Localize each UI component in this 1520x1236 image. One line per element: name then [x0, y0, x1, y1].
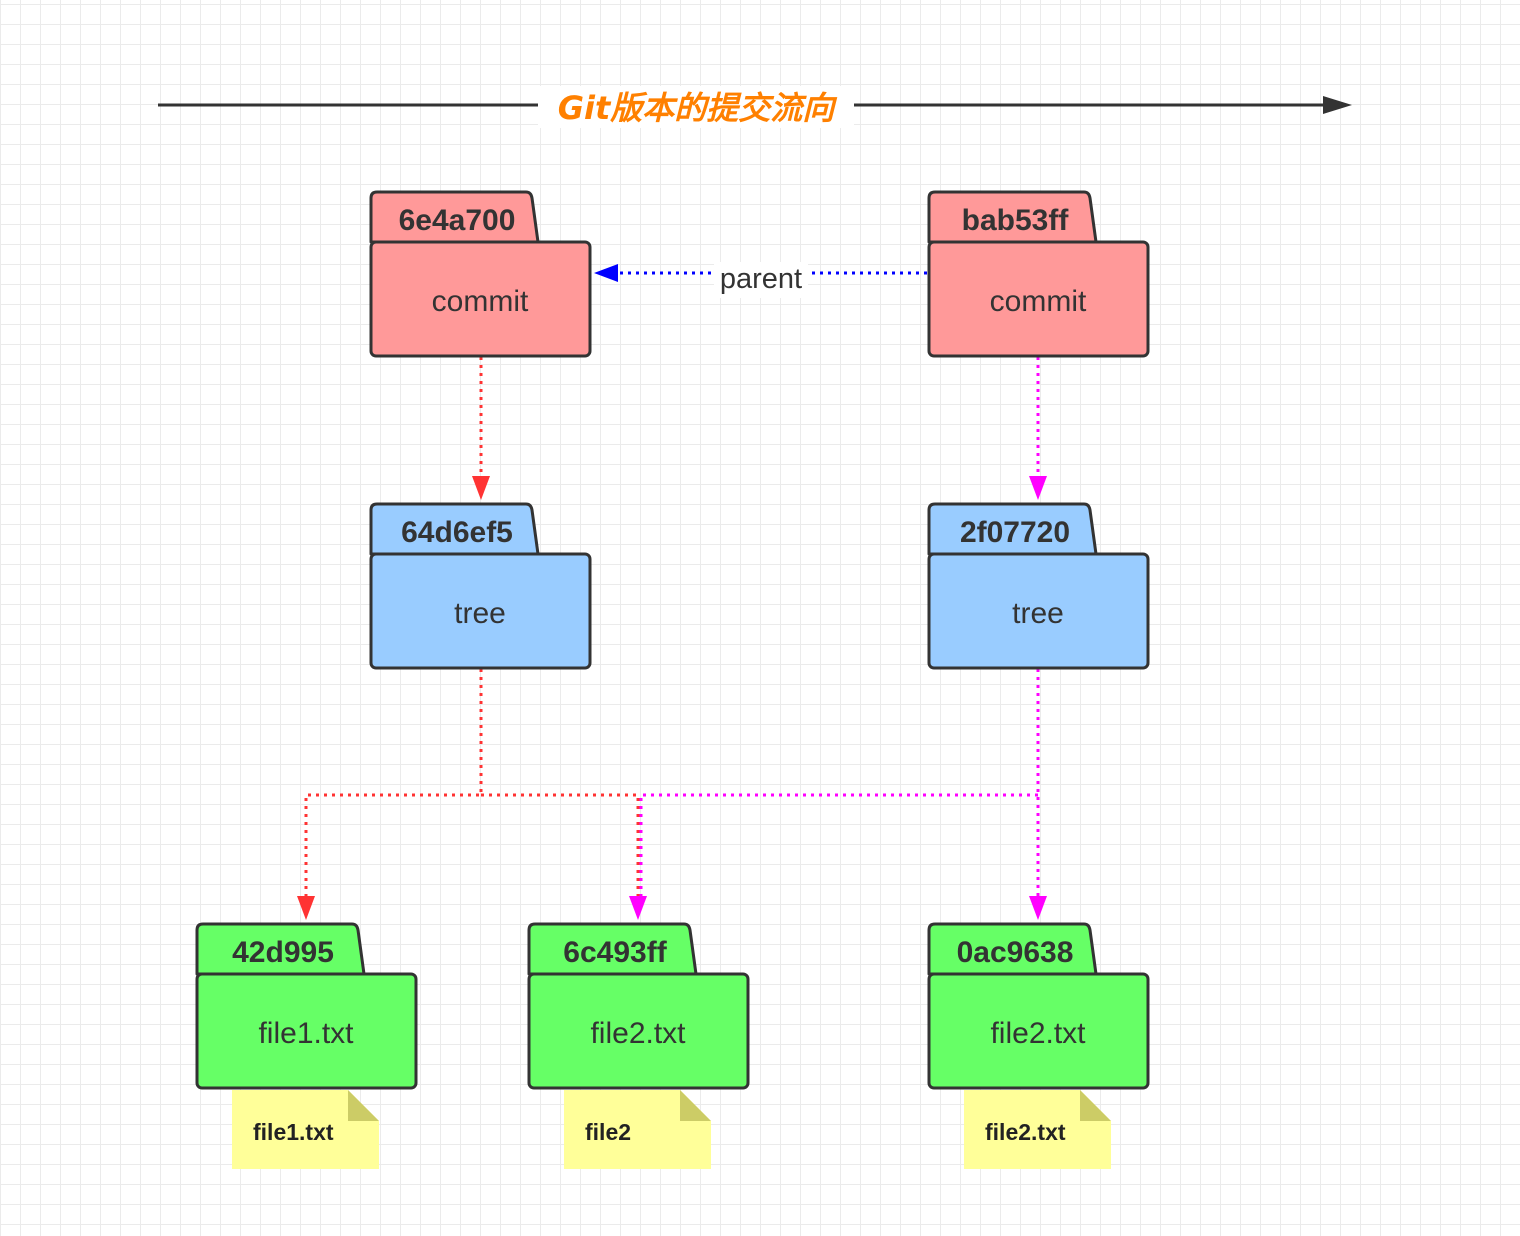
tree-blob-edges-left	[297, 669, 640, 920]
blob-object-42d995[interactable]: 42d995 file1.txt	[195, 922, 418, 1090]
blob-hash: 0ac9638	[957, 936, 1074, 969]
blob-object-0ac9638[interactable]: 0ac9638 file2.txt	[927, 922, 1150, 1090]
commit-type: commit	[432, 285, 529, 318]
note-text: file1.txt	[253, 1119, 334, 1145]
note-text: file2	[585, 1119, 631, 1145]
blob-filename: file2.txt	[590, 1017, 686, 1050]
note-file1-content: file1.txt	[232, 1090, 379, 1169]
commit-object-bab53ff[interactable]: bab53ff commit	[927, 190, 1150, 358]
tree-blob-edges-right	[629, 669, 1047, 920]
tree-type: tree	[1012, 597, 1064, 630]
parent-edge: parent	[594, 262, 927, 298]
blob-hash: 6c493ff	[563, 936, 667, 969]
blob-filename: file1.txt	[258, 1017, 354, 1050]
commit-object-6e4a700[interactable]: 6e4a700 commit	[369, 190, 592, 358]
commit-hash: 6e4a700	[399, 204, 516, 237]
diagram-title: Git版本的提交流向	[558, 89, 839, 127]
tree-hash: 2f07720	[960, 516, 1070, 549]
edges: parent	[297, 262, 1047, 920]
tree-object-64d6ef5[interactable]: 64d6ef5 tree	[369, 502, 592, 670]
note-file2-new-content: file2.txt	[964, 1090, 1111, 1169]
parent-label: parent	[720, 263, 802, 295]
tree-hash: 64d6ef5	[401, 516, 513, 549]
commit-tree-edge-left	[472, 357, 490, 500]
blob-hash: 42d995	[232, 936, 334, 969]
tree-type: tree	[454, 597, 506, 630]
blob-filename: file2.txt	[990, 1017, 1086, 1050]
blob-object-6c493ff[interactable]: 6c493ff file2.txt	[527, 922, 750, 1090]
commit-hash: bab53ff	[962, 204, 1070, 237]
note-file2-content: file2	[564, 1090, 711, 1169]
commit-type: commit	[990, 285, 1087, 318]
note-text: file2.txt	[985, 1119, 1066, 1145]
commit-tree-edge-right	[1029, 357, 1047, 500]
title-background	[538, 86, 854, 128]
tree-object-2f07720[interactable]: 2f07720 tree	[927, 502, 1150, 670]
